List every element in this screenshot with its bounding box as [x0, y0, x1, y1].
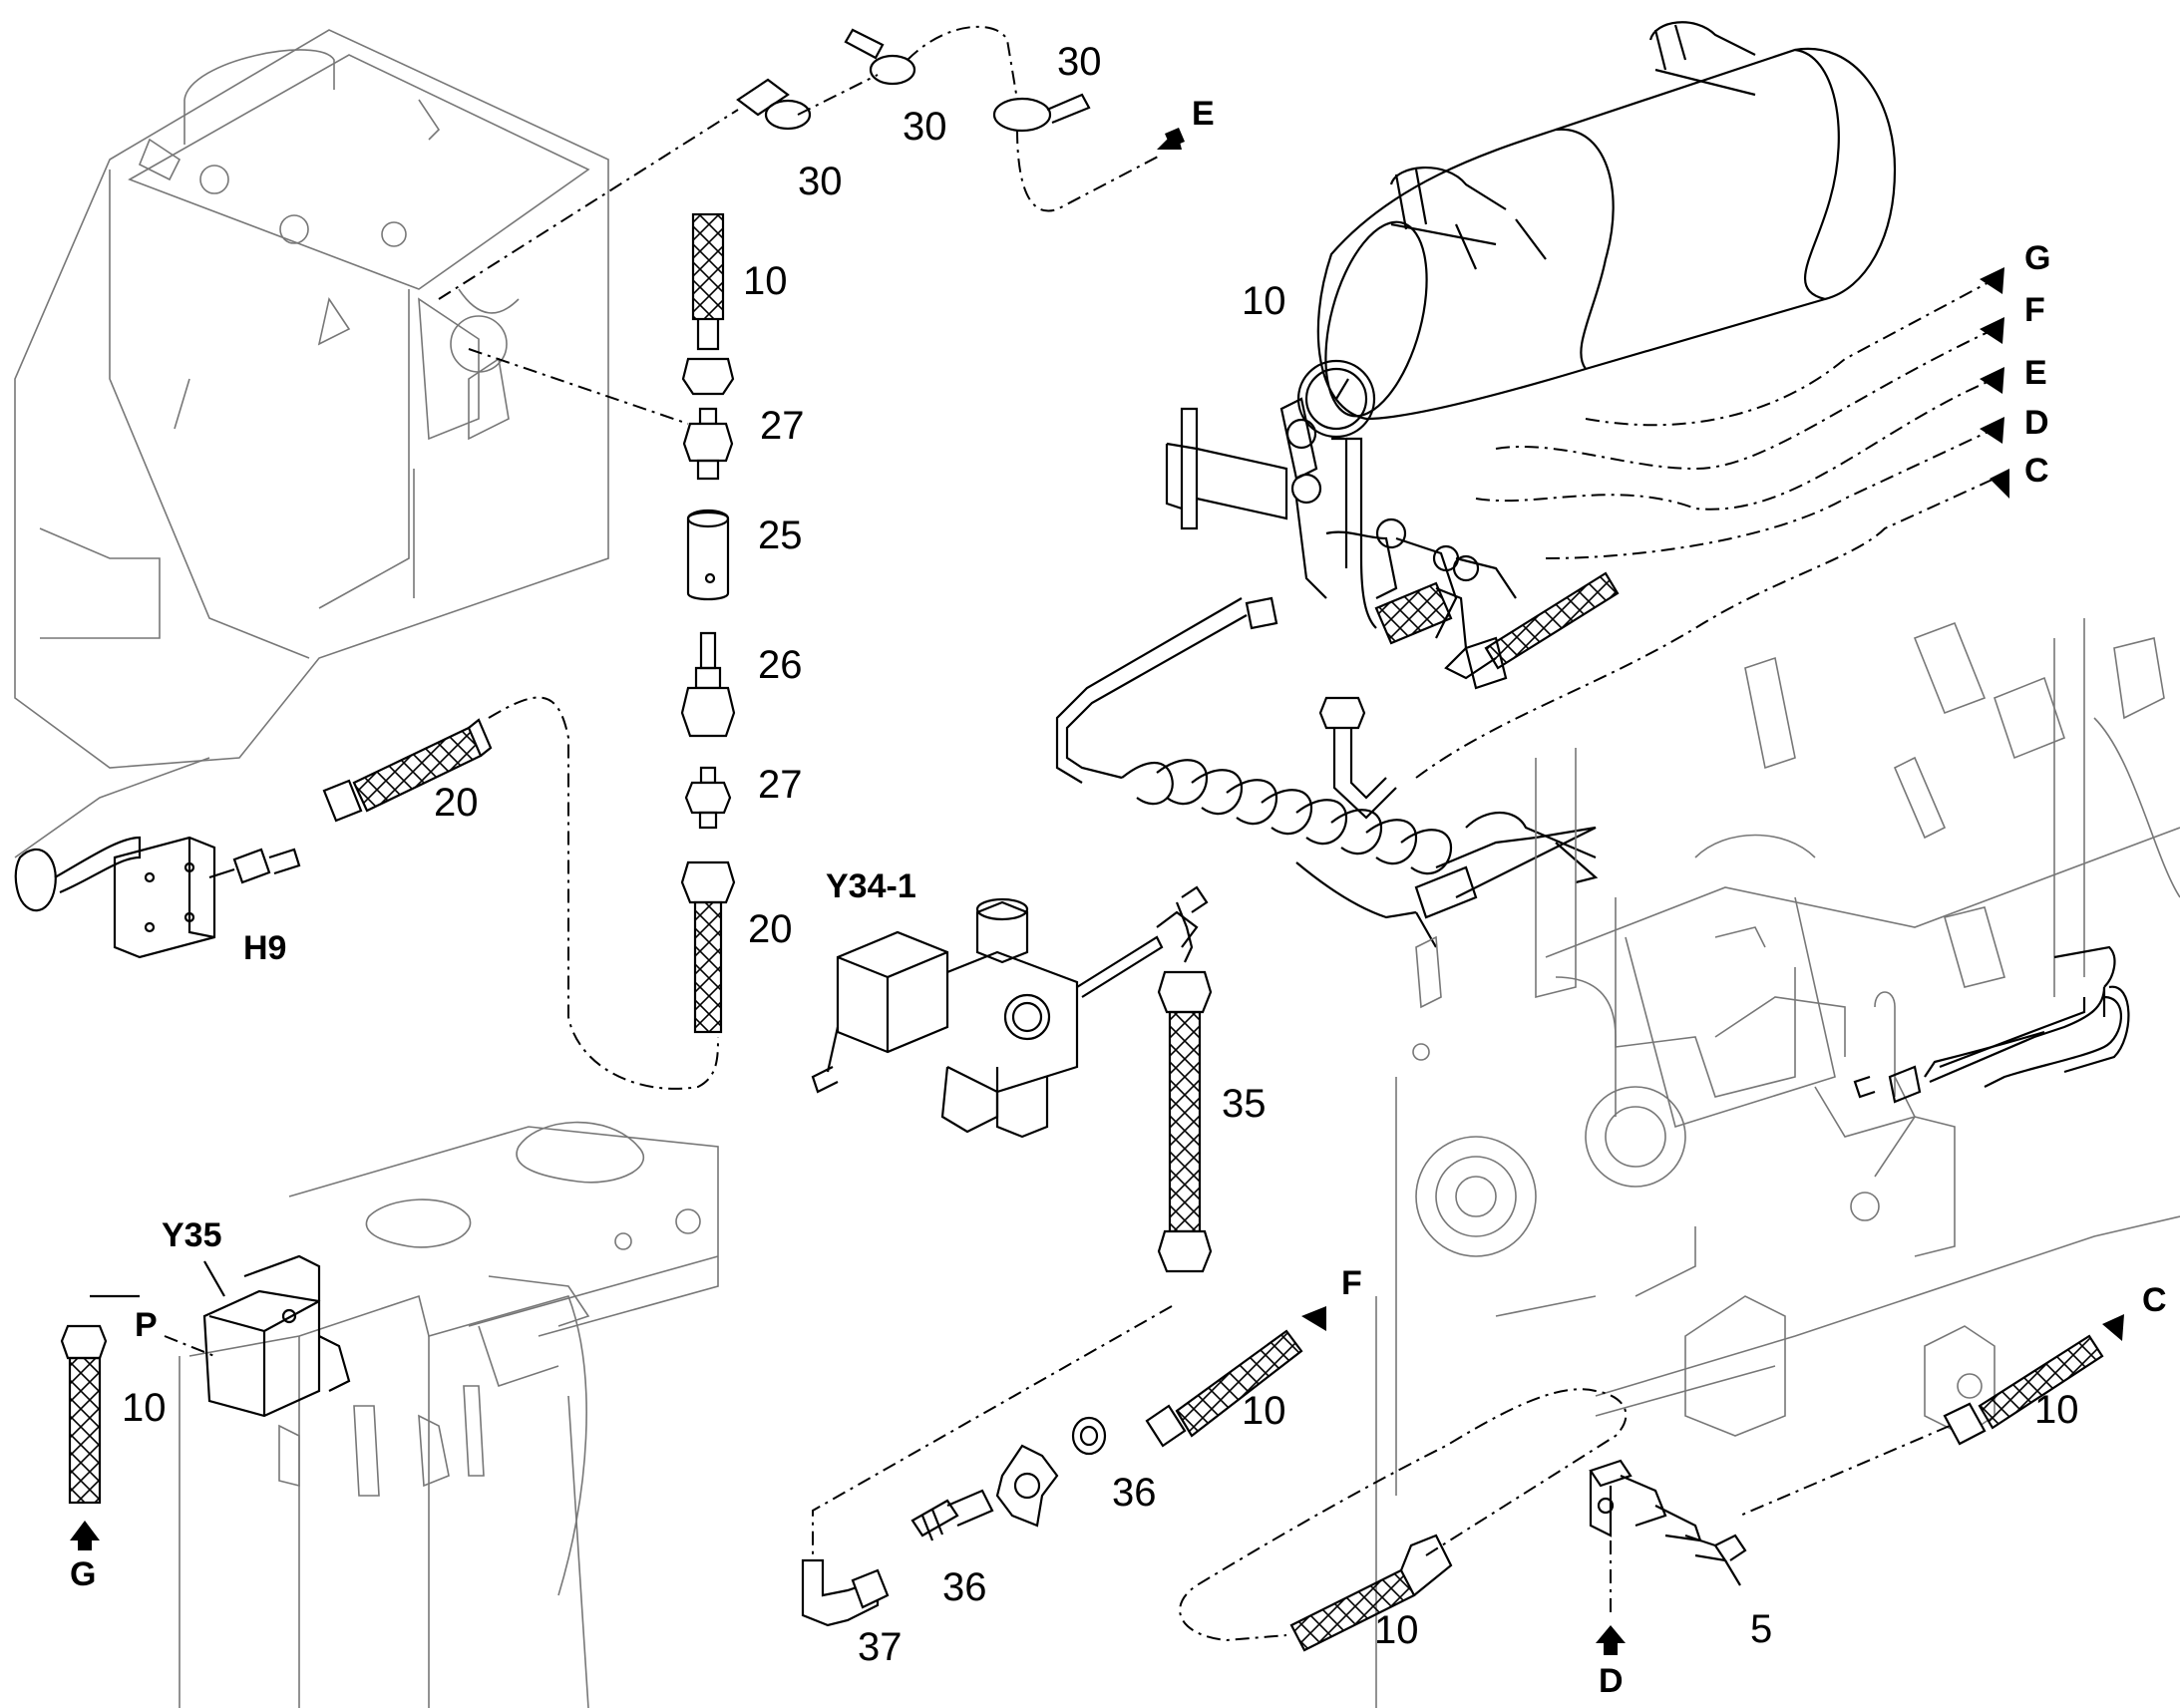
label-27-b: 27: [758, 763, 803, 807]
connector-d-bottom: D: [1596, 1625, 1626, 1700]
engine-block: [1375, 618, 2180, 1708]
hose-10-left: P 10: [60, 1294, 215, 1505]
column-parts: 10 27 25 26 27 20: [680, 212, 805, 1034]
label-36-fitting: 36: [942, 1565, 987, 1609]
dash-housing-to-clamp: [438, 109, 739, 300]
connector-f-lower: F: [1301, 1264, 1362, 1331]
label-27-a: 27: [760, 404, 805, 448]
connector-d-label: D: [2024, 404, 2049, 442]
fitting-nut-36: 36: [1071, 1416, 1157, 1515]
dash-c-to-fitting: [1739, 1425, 1951, 1517]
connector-e-label: E: [2024, 354, 2047, 392]
hose-35: 35: [1157, 901, 1267, 1273]
label-26: 26: [758, 643, 803, 687]
dash-tank-to-e: [1475, 378, 1996, 511]
connector-g: G: [1980, 239, 2050, 294]
lock-washer: [995, 1444, 1059, 1528]
label-30-a: 30: [798, 160, 843, 203]
horn-h9: H9: [14, 836, 301, 967]
bracket-fitting-5: 5: [1589, 1459, 1772, 1651]
cab-housing: [14, 29, 609, 858]
connector-c: C: [1990, 452, 2049, 499]
label-10-f: 10: [1242, 1389, 1286, 1433]
connector-e-top-label: E: [1192, 95, 1215, 133]
dash-housing-to-27: [468, 348, 689, 425]
label-36-nut: 36: [1112, 1471, 1157, 1515]
elbow-37: 37: [801, 1558, 903, 1669]
dash-tank-to-c: [1415, 478, 1996, 779]
air-tank-assembly: 10: [1055, 21, 1897, 948]
valve-y35: Y35: [162, 1216, 351, 1418]
connector-g-label: G: [2024, 239, 2050, 277]
label-10-column: 10: [743, 259, 788, 303]
connector-d: D: [1980, 404, 2049, 444]
hose-10-bottom: 10: [1289, 1534, 1453, 1652]
label-y35: Y35: [162, 1216, 222, 1254]
valve-y34-1: Y34-1: [811, 867, 1209, 1139]
dash-horn-to-20: [488, 696, 719, 1090]
dash-bottom-loop: [1179, 1388, 1628, 1642]
label-10-bottom: 10: [1374, 1608, 1419, 1652]
connector-e: E: [1980, 354, 2047, 394]
label-p: P: [135, 1306, 158, 1344]
label-20-column: 20: [748, 907, 793, 951]
hose-10-c: 10: [1943, 1334, 2104, 1446]
fitting-36: 36: [910, 1489, 994, 1609]
dash-tank-to-g: [1585, 278, 1996, 427]
connector-g-left-label: G: [70, 1555, 96, 1593]
fuel-tank-housing: [179, 1121, 719, 1708]
label-37: 37: [858, 1625, 903, 1669]
y35-leader: [203, 1260, 225, 1297]
label-10-tank: 10: [1242, 279, 1286, 323]
connector-e-top: E: [1157, 95, 1215, 150]
hose-20-horn: 20: [322, 718, 493, 825]
label-y34-1: Y34-1: [826, 867, 916, 905]
label-35: 35: [1222, 1082, 1267, 1126]
connector-d-bottom-label: D: [1599, 1662, 1624, 1700]
connector-g-left: G: [70, 1521, 100, 1593]
clamps-30: 30 30 30: [736, 25, 1163, 212]
dash-tank-to-d: [1545, 428, 1996, 559]
label-10-right: 10: [2034, 1388, 2079, 1432]
engine-air-line: [1853, 945, 2130, 1104]
label-25: 25: [758, 513, 803, 557]
hose-10-f: 10: [1145, 1329, 1303, 1448]
label-5: 5: [1750, 1607, 1772, 1651]
connector-f: F: [1980, 291, 2045, 344]
label-h9: H9: [243, 929, 286, 967]
label-30-c: 30: [1057, 40, 1102, 84]
label-10-left: 10: [122, 1386, 167, 1430]
label-20-horn: 20: [434, 781, 479, 825]
connector-c-lower: C: [2102, 1281, 2167, 1341]
label-30-b: 30: [903, 105, 947, 149]
connector-c-lower-label: C: [2142, 1281, 2167, 1319]
dash-35-to-37: [812, 1305, 1173, 1555]
connector-f-label: F: [2024, 291, 2045, 329]
connector-f-lower-label: F: [1341, 1264, 1362, 1302]
connector-c-label: C: [2024, 452, 2049, 490]
dash-tank-to-f: [1495, 328, 1996, 471]
